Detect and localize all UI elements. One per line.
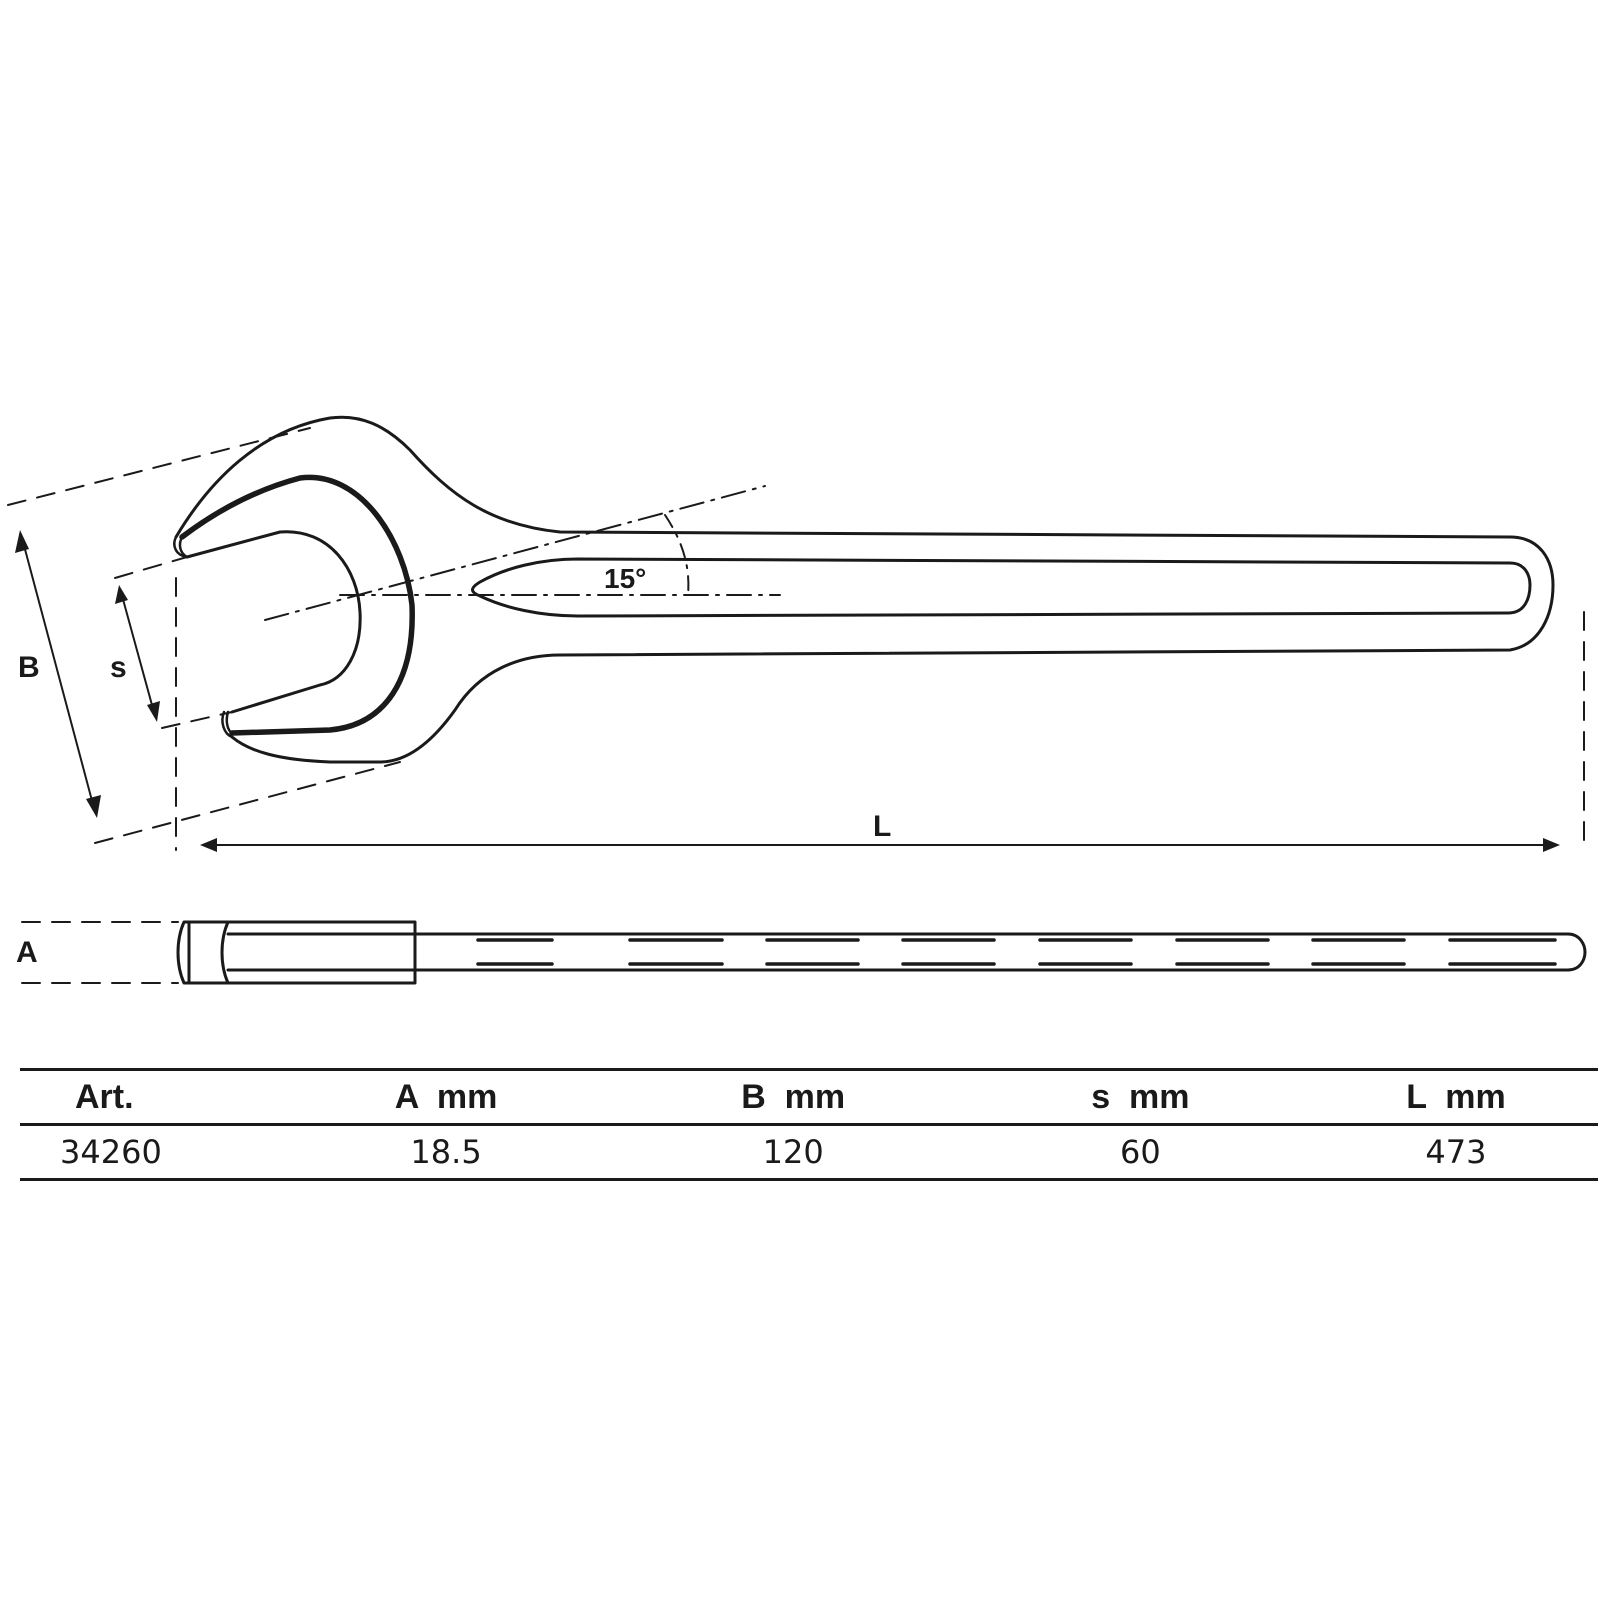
label-angle: 15° [604, 563, 646, 594]
label-B: B [18, 651, 40, 684]
wrench-top-view [173, 415, 1555, 764]
dim-B-line [21, 537, 96, 813]
jaw-tip-top [173, 535, 189, 559]
wrench-outer-outline [174, 415, 1555, 764]
header-b: B mm [619, 1068, 967, 1126]
header-a: A mm [272, 1068, 620, 1126]
angle-arc [664, 514, 690, 596]
arrowhead-s-top [115, 585, 128, 604]
cell-s: 60 [966, 1124, 1314, 1181]
cell-a: 18.5 [272, 1124, 620, 1181]
arrowhead-B-bottom [86, 795, 101, 818]
spec-table: Art. A mm B mm s mm L mm 34260 18.5 120 … [20, 1068, 1598, 1181]
wrench-dimension-drawing: B s 15° L A [7, 415, 1587, 985]
jaw-opening [185, 530, 362, 714]
jaw-tip-bottom [221, 710, 234, 739]
dim-s-line [120, 591, 156, 717]
jaw-outer-ring [179, 474, 415, 736]
wrench-side-view [176, 920, 1587, 985]
arrowhead-s-bottom [147, 701, 160, 722]
center-lines [264, 485, 781, 621]
side-handle [413, 932, 1587, 972]
dim-A-lines [21, 921, 179, 984]
arrowhead-B-top [15, 530, 29, 553]
table-row: 34260 18.5 120 60 473 [20, 1124, 1598, 1181]
spec-table-header: Art. A mm B mm s mm L mm [20, 1068, 1598, 1126]
construction-lines [7, 427, 1585, 851]
arrowheads [15, 530, 1560, 852]
header-art: Art. [20, 1068, 273, 1126]
header-s: s mm [966, 1068, 1314, 1126]
dimension-arrows [21, 537, 1556, 846]
header-l: L mm [1313, 1068, 1598, 1126]
label-A: A [16, 936, 38, 969]
label-s: s [110, 651, 127, 684]
arrowhead-L-left [200, 838, 217, 852]
label-L: L [873, 810, 891, 843]
handle-slot [471, 557, 1532, 618]
cell-b: 120 [619, 1124, 967, 1181]
side-head [176, 920, 417, 985]
cell-l: 473 [1313, 1124, 1598, 1181]
cell-art: 34260 [20, 1124, 273, 1181]
arrowhead-L-right [1543, 838, 1560, 852]
side-handle-grooves [476, 938, 1557, 966]
